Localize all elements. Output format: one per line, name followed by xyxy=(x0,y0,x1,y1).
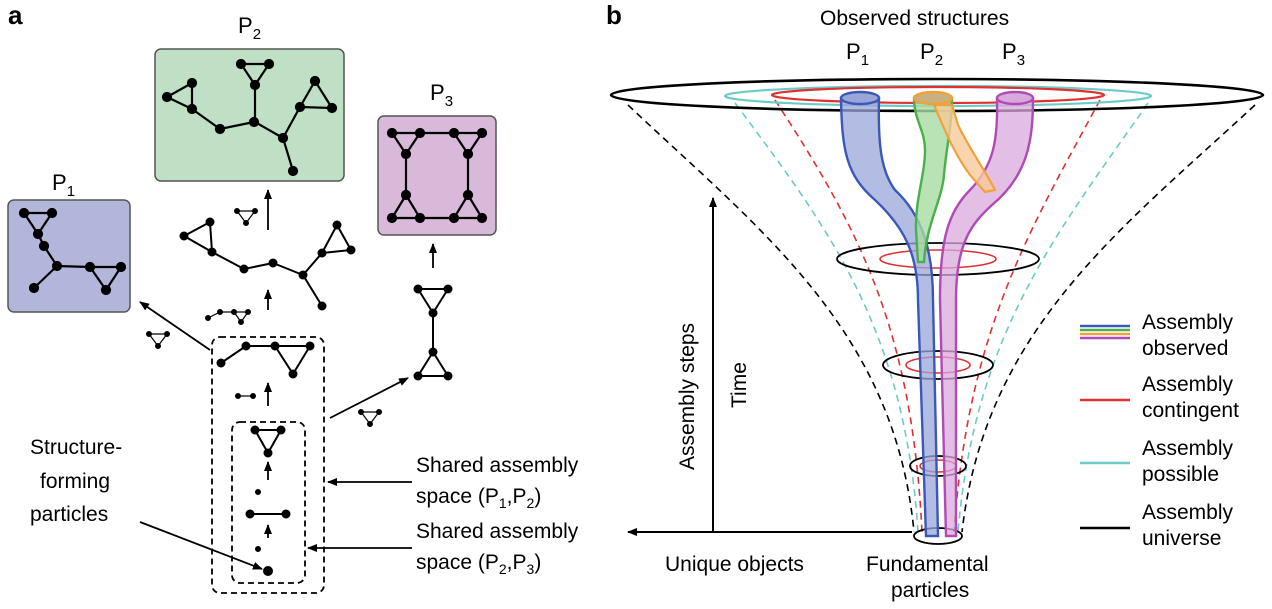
universe-left xyxy=(627,104,915,533)
p1-tube-top xyxy=(839,90,881,106)
fundamental-line1: Fundamental xyxy=(866,553,989,576)
level-ellipse-3 xyxy=(909,455,967,477)
shared-p2p3-line2: space (P2,P3) xyxy=(416,551,541,577)
legend-observed-line2: observed xyxy=(1142,337,1228,360)
level-ellipse-1-red xyxy=(879,249,997,269)
p1-tube xyxy=(839,96,940,538)
legend-possible: Assembly possible xyxy=(1080,437,1234,486)
x-axis-label: Unique objects xyxy=(665,553,804,576)
p2-label: P2 xyxy=(920,39,943,69)
legend-universe-line1: Assembly xyxy=(1142,501,1234,524)
legend-contingent-line2: contingent xyxy=(1142,399,1239,422)
legend-universe: Assembly universe xyxy=(1080,501,1234,550)
structure-label-line1: Structure- xyxy=(30,436,122,459)
universe-right xyxy=(961,104,1256,533)
p3-box-label: P3 xyxy=(430,80,453,110)
shared-p1p2-line2: space (P1,P2) xyxy=(416,485,541,511)
p2-graph xyxy=(161,58,338,177)
structure-label-line3: particles xyxy=(30,503,108,526)
p2-orange-branch xyxy=(932,103,997,194)
possible-left xyxy=(734,102,919,533)
legend-universe-line2: universe xyxy=(1142,527,1221,550)
p1-box-label: P1 xyxy=(52,170,75,200)
fundamental-line2: particles xyxy=(891,579,969,602)
shared-p1p2-line1: Shared assembly xyxy=(416,454,579,477)
p3-tube-top xyxy=(995,90,1035,106)
legend-contingent: Assembly contingent xyxy=(1080,373,1239,422)
y-axis-label: Assembly steps xyxy=(676,323,699,470)
panel-b-axes xyxy=(627,197,912,536)
contingent-left xyxy=(774,99,923,533)
legend-possible-line2: possible xyxy=(1142,463,1219,486)
legend-possible-line1: Assembly xyxy=(1142,437,1234,460)
panel-b-letter: b xyxy=(606,0,622,30)
p3-tube xyxy=(938,96,1035,538)
p1-label: P1 xyxy=(846,39,869,69)
panel-a: a P1 xyxy=(7,0,579,594)
level-ellipse-1 xyxy=(836,242,1040,276)
p1-box xyxy=(7,199,131,313)
p2-box xyxy=(154,48,345,182)
level-ellipse-2-red xyxy=(905,356,971,374)
panel-a-arrows xyxy=(139,189,437,570)
structure-label-line2: forming xyxy=(40,470,110,493)
p3-label: P3 xyxy=(1002,39,1025,69)
intermediate-structures xyxy=(146,208,453,576)
level-ellipse-2 xyxy=(882,350,994,380)
p2-box-label: P2 xyxy=(238,13,261,43)
panel-a-letter: a xyxy=(8,0,23,30)
time-label: Time xyxy=(728,362,751,408)
observed-tubes xyxy=(839,90,1035,538)
inner-shared-space-box xyxy=(231,421,306,584)
legend: Assembly observed Assembly contingent As… xyxy=(1080,311,1239,550)
p2-tube-top xyxy=(912,90,954,106)
p1-graph xyxy=(18,207,127,296)
observed-structures-title: Observed structures xyxy=(820,7,1009,30)
p3-graph xyxy=(386,127,488,224)
possible-right xyxy=(957,102,1149,533)
shared-p2p3-line1: Shared assembly xyxy=(416,520,579,543)
funnel-outlines xyxy=(627,99,1256,533)
p3-box xyxy=(377,115,497,236)
p2-tube xyxy=(912,96,954,264)
legend-contingent-line1: Assembly xyxy=(1142,373,1234,396)
legend-observed-line1: Assembly xyxy=(1142,311,1234,334)
panel-b: b Observed structures P1 P2 P3 xyxy=(606,0,1265,602)
legend-observed: Assembly observed xyxy=(1080,311,1234,360)
